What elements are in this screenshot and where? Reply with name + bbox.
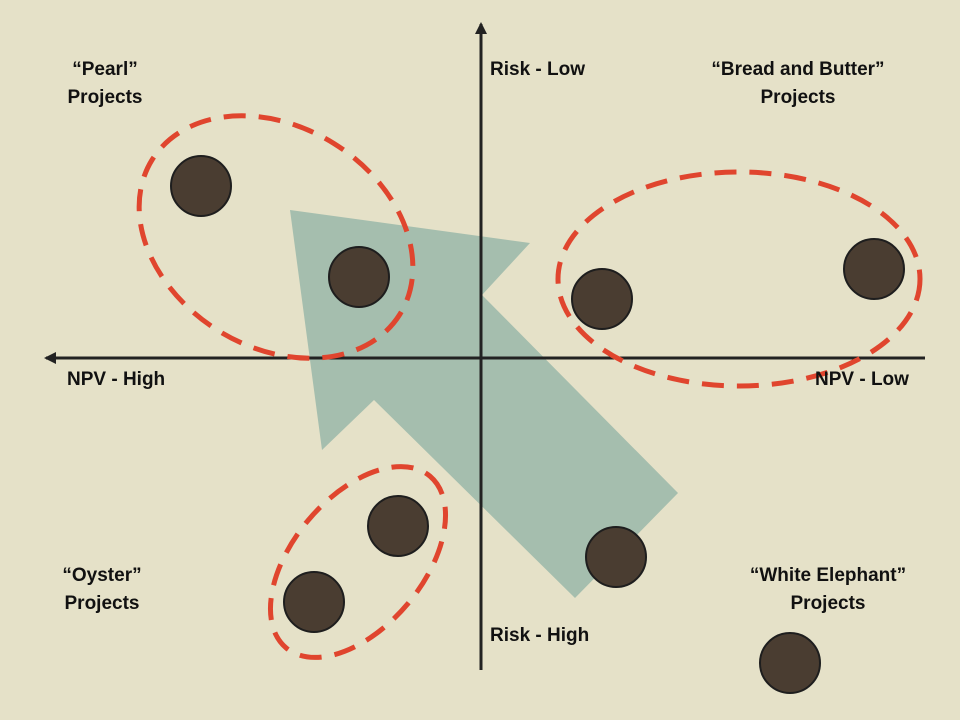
project-dot [759,632,821,694]
white-elephant-quadrant-sub: Projects [790,593,866,614]
oyster-quadrant-sub: Projects [64,593,140,614]
bread-and-butter-quadrant-label: “Bread and Butter” Projects [688,56,908,112]
project-dot [843,238,905,300]
project-dot [283,571,345,633]
direction-arrow [290,210,678,598]
y-axis-bottom-label: Risk - High [490,625,590,646]
project-dot [170,155,232,217]
pearl-quadrant-name: “Pearl” [72,59,138,80]
x-axis-left-label: NPV - High [67,369,166,390]
project-dot [328,246,390,308]
oyster-group-outline [267,464,449,660]
bread-and-butter-quadrant-sub: Projects [760,87,836,108]
pearl-quadrant-label: “Pearl” Projects [45,56,165,112]
white-elephant-quadrant-name: “White Elephant” [749,565,907,586]
pearl-group-outline [136,113,416,361]
y-axis-top-label: Risk - Low [490,59,586,80]
white-elephant-quadrant-label: “White Elephant” Projects [718,562,938,618]
x-axis-right-label: NPV - Low [815,369,909,390]
project-dot [367,495,429,557]
project-dot [585,526,647,588]
project-dot [571,268,633,330]
bread-and-butter-quadrant-name: “Bread and Butter” [711,59,885,80]
oyster-quadrant-label: “Oyster” Projects [42,562,162,618]
pearl-quadrant-sub: Projects [67,87,143,108]
bread-and-butter-group-outline [555,169,923,389]
oyster-quadrant-name: “Oyster” [62,565,142,586]
